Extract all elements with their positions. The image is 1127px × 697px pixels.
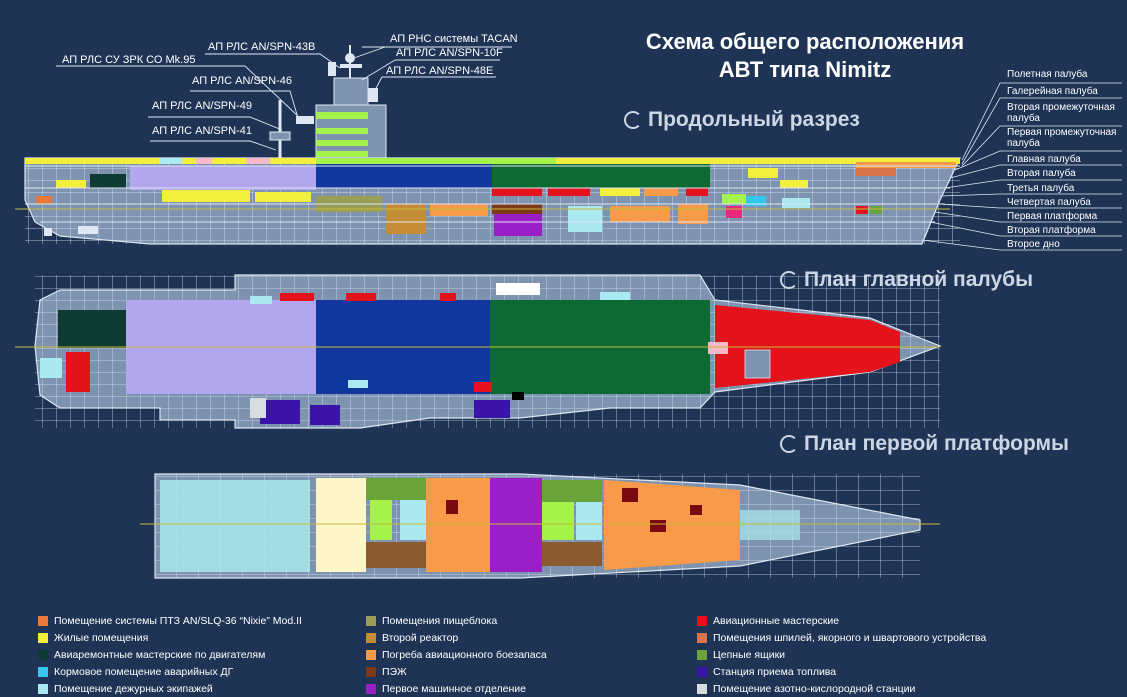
diagram-title: Схема общего расположения АВТ типа Nimit…	[560, 28, 1050, 84]
section-label: Продольный разрез	[648, 108, 860, 131]
section-label: План первой платформы	[804, 432, 1069, 455]
main-deck-plan	[15, 274, 942, 429]
legend-label: Авиационные мастерские	[713, 614, 840, 627]
antenna-leaders	[56, 46, 512, 151]
legend-swatch	[697, 683, 707, 694]
legend-swatch	[38, 649, 48, 660]
deck-label: Галерейная палуба	[1007, 86, 1098, 97]
legend-column-2: Помещения пищеблока Второй реактор Погре…	[366, 612, 547, 697]
antenna-label-tacan: АП РНС системы TACAN	[390, 33, 518, 45]
antenna-label-mk95: АП РЛС СУ ЗРК СО Mk.95	[62, 54, 196, 66]
title-line-2: АВТ типа Nimitz	[718, 57, 892, 82]
deck-label: Главная палуба	[1007, 154, 1081, 165]
legend-item: Цепные ящики	[697, 646, 986, 663]
legend-label: Помещения шпилей, якорного и швартового …	[713, 631, 987, 644]
legend-item: Помещение азотно-кислородной станции	[697, 680, 986, 697]
deck-label: Полетная палуба	[1007, 69, 1088, 80]
legend-column-3: Авиационные мастерские Помещения шпилей,…	[697, 612, 986, 697]
legend-label: Помещение азотно-кислородной станции	[713, 682, 916, 695]
legend-label: Помещение дежурных экипажей	[54, 682, 213, 695]
legend-item: ПЭЖ	[366, 663, 547, 680]
legend-label: Кормовое помещение аварийных ДГ	[54, 665, 234, 678]
title-line-1: Схема общего расположения	[645, 29, 965, 54]
section-title-longitudinal: Продольный разрез	[624, 108, 860, 132]
section-icon	[624, 111, 642, 129]
legend-swatch	[366, 649, 376, 660]
legend-swatch	[697, 632, 707, 643]
legend-swatch	[697, 615, 707, 626]
section-icon	[780, 435, 798, 453]
legend-item: Жилые помещения	[38, 629, 302, 646]
legend-swatch	[366, 615, 376, 626]
legend-item: Кормовое помещение аварийных ДГ	[38, 663, 302, 680]
deck-label: Вторая промежуточная палуба	[1007, 102, 1115, 124]
legend-label: Цепные ящики	[713, 648, 786, 661]
antenna-label-spn46: АП РЛС AN/SPN-46	[192, 75, 292, 87]
legend-swatch	[38, 666, 48, 677]
first-platform-plan	[140, 473, 940, 579]
antenna-label-spn41: АП РЛС AN/SPN-41	[152, 125, 252, 137]
legend-item: Станция приема топлива	[697, 663, 986, 680]
longitudinal-section	[15, 45, 961, 245]
deck-label: Третья палуба	[1007, 183, 1075, 194]
legend-label: Помещения пищеблока	[382, 614, 498, 627]
legend-item: Второй реактор	[366, 629, 547, 646]
legend-swatch	[697, 649, 707, 660]
legend-item: Первое машинное отделение	[366, 680, 547, 697]
legend-label: Второй реактор	[382, 631, 459, 644]
antenna-label-spn48e: АП РЛС AN/SPN-48E	[386, 65, 494, 77]
legend-swatch	[366, 666, 376, 677]
section-title-first-platform: План первой платформы	[780, 432, 1069, 456]
island	[269, 45, 387, 161]
legend-swatch	[38, 683, 48, 694]
legend-label: Помещение системы ПТЗ AN/SLQ-36 “Nixie” …	[54, 614, 302, 627]
deck-leaders	[921, 82, 1122, 251]
legend-label: Жилые помещения	[54, 631, 149, 644]
legend-item: Помещения шпилей, якорного и швартового …	[697, 629, 986, 646]
deck-label: Первая платформа	[1007, 211, 1098, 222]
legend-item: Помещение дежурных экипажей	[38, 680, 302, 697]
deck-label: Второе дно	[1007, 239, 1060, 250]
legend-swatch	[38, 615, 48, 626]
legend-item: Помещения пищеблока	[366, 612, 547, 629]
legend-item: Авиационные мастерские	[697, 612, 986, 629]
legend-label: Погреба авиационного боезапаса	[382, 648, 547, 661]
deck-label: Четвертая палуба	[1007, 197, 1091, 208]
legend-item: Авиаремонтные мастерские по двигателям	[38, 646, 302, 663]
legend-label: ПЭЖ	[382, 665, 407, 678]
legend-column-1: Помещение системы ПТЗ AN/SLQ-36 “Nixie” …	[38, 612, 302, 697]
deck-label: Вторая палуба	[1007, 168, 1076, 179]
legend-swatch	[38, 632, 48, 643]
deck-label: Вторая платформа	[1007, 225, 1096, 236]
legend-swatch	[366, 632, 376, 643]
legend-swatch	[697, 666, 707, 677]
antenna-label-spn43b: АП РЛС AN/SPN-43B	[208, 41, 316, 53]
legend-item: Погреба авиационного боезапаса	[366, 646, 547, 663]
legend-label: Авиаремонтные мастерские по двигателям	[54, 648, 266, 661]
antenna-label-spn10f: АП РЛС AN/SPN-10F	[396, 47, 503, 59]
legend-item: Помещение системы ПТЗ AN/SLQ-36 “Nixie” …	[38, 612, 302, 629]
deck-label: Первая промежуточная палуба	[1007, 127, 1117, 149]
legend-swatch	[366, 683, 376, 694]
legend-label: Первое машинное отделение	[382, 682, 526, 695]
antenna-label-spn49: АП РЛС AN/SPN-49	[152, 100, 252, 112]
legend-label: Станция приема топлива	[713, 665, 837, 678]
